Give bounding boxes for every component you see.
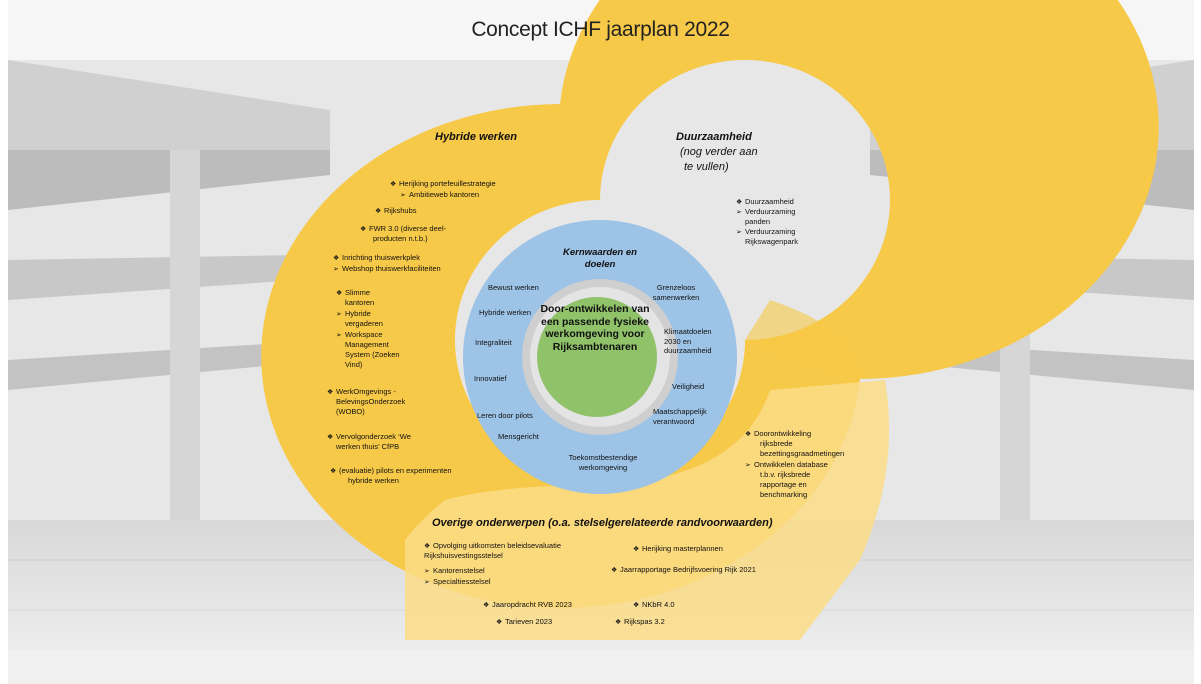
list-item: rapportage en: [760, 480, 807, 489]
list-item: Management: [345, 340, 389, 349]
kernwaarde-label: Klimaatdoelen 2030 en duurzaamheid: [664, 327, 712, 355]
list-item: ❖NKbR 4.0: [633, 600, 675, 609]
list-item: producten n.t.b.): [373, 234, 428, 243]
list-item: ❖Jaarrapportage Bedrijfsvoering Rijk 202…: [611, 565, 756, 574]
list-item: werken thuis’ CfPB: [336, 442, 400, 451]
list-item: vergaderen: [345, 319, 383, 328]
kernwaarden-title: Kernwaarden en doelen: [563, 247, 637, 270]
list-item: ❖Vervolgonderzoek ‘We: [327, 432, 411, 441]
list-item: System (Zoeken: [345, 350, 400, 359]
hybride-heading: Hybride werken: [435, 131, 517, 143]
kernwaarde-label: Hybride werken: [479, 308, 532, 317]
kernwaarde-label: Grenzeloos samenwerken: [652, 283, 700, 302]
kernwaarde-label: Mensgericht: [498, 432, 539, 441]
list-item: ❖Rijkshubs: [375, 206, 417, 215]
duurzaam-subheading-line1: (nog verder aan: [680, 146, 758, 158]
list-item: ❖Jaaropdracht RVB 2023: [483, 600, 572, 609]
list-item: kantoren: [345, 298, 375, 307]
kernwaarde-label: Bewust werken: [488, 283, 539, 292]
list-item: ❖Tarieven 2023: [496, 617, 553, 626]
kernwaarde-label: Integraliteit: [475, 338, 512, 347]
list-item: ❖Herijking masterplannen: [633, 544, 723, 553]
list-item: ❖FWR 3.0 (diverse deel-: [360, 224, 447, 233]
list-item: ➢Ambitieweb kantoren: [400, 190, 480, 199]
center-goal: Door-ontwikkelen van een passende fysiek…: [540, 303, 650, 353]
page-title: Concept ICHF jaarplan 2022: [471, 18, 730, 41]
list-item: bezettingsgraadmetingen: [760, 449, 845, 458]
list-item: Rijkshuisvestingsstelsel: [424, 551, 503, 560]
kernwaarde-label: Veiligheid: [672, 382, 705, 391]
list-item: ➢Specialtiesstelsel: [424, 577, 491, 586]
list-item: t.b.v. rijksbrede: [760, 470, 811, 479]
list-item: ➢Workspace: [336, 330, 383, 339]
list-item: BelevingsOnderzoek: [336, 397, 406, 406]
list-item: ➢Verduurzaming: [736, 227, 796, 236]
list-item: ❖Herijking portefeuillestrategie: [390, 179, 496, 188]
list-item: benchmarking: [760, 490, 808, 499]
list-item: ❖(evaluatie) pilots en experimenten: [330, 466, 452, 475]
kernwaarde-label: Leren door pilots: [477, 411, 533, 420]
list-item: Rijkswagenpark: [745, 237, 798, 246]
list-item: ➢Webshop thuiswerkfaciliteiten: [333, 264, 441, 273]
list-item: ❖Duurzaamheid: [736, 197, 794, 206]
list-item: ❖WerkOmgevings -: [327, 387, 396, 396]
list-item: rijksbrede: [760, 439, 793, 448]
kernwaarde-label: Innovatief: [474, 374, 507, 383]
kernwaarde-label: Maatschappelijk verantwoord: [653, 407, 707, 426]
list-item: ➢Ontwikkelen database: [745, 460, 828, 469]
center-circle: [537, 297, 657, 417]
list-item: ➢Verduurzaming: [736, 207, 796, 216]
list-item: ❖Slimme: [336, 288, 371, 297]
list-item: panden: [745, 217, 771, 226]
kernwaarde-label: Toekomstbestendige werkomgeving: [568, 453, 638, 472]
list-item: ❖Inrichting thuiswerkplek: [333, 253, 420, 262]
outer-ring: [261, 0, 1159, 608]
list-item: (WOBO): [336, 407, 365, 416]
duurzaam-heading: Duurzaamheid: [676, 131, 752, 143]
list-item: ❖Rijkspas 3.2: [615, 617, 665, 626]
list-item: ❖Opvolging uitkomsten beleidsevaluatie: [424, 541, 561, 550]
overige-region: [405, 380, 890, 640]
duurzaam-subheading-line2: te vullen): [684, 161, 729, 173]
list-item: Vind): [345, 360, 363, 369]
list-item: ➢Hybride: [336, 309, 371, 318]
list-item: ❖Doorontwikkeling: [745, 429, 812, 438]
list-item: ➢Kantorenstelsel: [424, 566, 485, 575]
list-item: hybride werken: [348, 476, 399, 485]
overige-heading: Overige onderwerpen (o.a. stelselgerelat…: [432, 517, 773, 529]
